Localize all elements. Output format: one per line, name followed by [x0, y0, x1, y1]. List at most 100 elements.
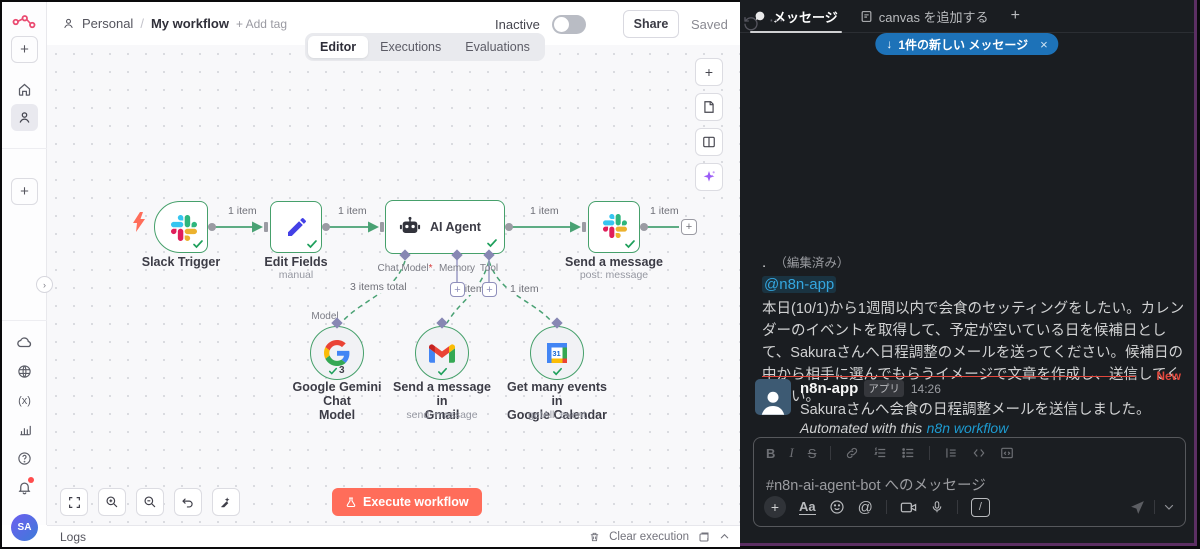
pop-out-icon[interactable]	[698, 531, 710, 543]
fit-view-button[interactable]	[60, 488, 88, 516]
sidebar-add-project-button[interactable]: +	[11, 178, 38, 205]
ai-assistant-icon[interactable]	[695, 163, 723, 191]
add-tag-button[interactable]: + Add tag	[235, 16, 287, 31]
node-label: Edit Fields	[264, 255, 328, 269]
sidebar-insights-icon[interactable]	[11, 416, 38, 443]
n8n-panel: Personal / My workflow + Add tag Inactiv…	[2, 2, 784, 547]
canvas-icon	[861, 10, 872, 22]
node-gmail[interactable]	[415, 326, 469, 380]
sidebar-new-workflow-button[interactable]: +	[11, 36, 38, 63]
execute-workflow-button[interactable]: Execute workflow	[332, 488, 482, 516]
bullet-list-button[interactable]	[901, 446, 915, 460]
share-button[interactable]: Share	[623, 10, 679, 38]
breadcrumb-separator: /	[140, 16, 144, 31]
node-gemini-chat-model[interactable]: 3	[310, 326, 364, 380]
toolbar-divider	[929, 446, 931, 460]
chevron-down-icon[interactable]	[1163, 501, 1175, 513]
video-button[interactable]	[900, 500, 917, 515]
required-asterisk: *	[428, 263, 433, 274]
link-button[interactable]	[845, 446, 859, 460]
send-button[interactable]	[1129, 499, 1146, 516]
node-send-message[interactable]	[588, 201, 640, 253]
node-subtitle: getAll: event	[528, 409, 586, 421]
zoom-in-button[interactable]	[98, 488, 126, 516]
history-icon[interactable]	[743, 15, 759, 31]
tab-executions[interactable]: Executions	[380, 40, 442, 54]
clear-execution-button[interactable]: Clear execution	[609, 530, 689, 543]
inactive-label: Inactive	[495, 17, 540, 32]
workflow-name[interactable]: My workflow	[150, 16, 229, 31]
author-name[interactable]: n8n-app	[800, 380, 859, 397]
arrow-down-icon: ↓	[886, 37, 893, 51]
composer-toolbar: + Aa @ /	[764, 496, 1175, 518]
tab-editor[interactable]: Editor	[308, 36, 369, 58]
trash-icon[interactable]	[589, 531, 600, 543]
mention[interactable]: @n8n-app	[762, 276, 837, 293]
message-header: n8n-app アプリ 14:26	[800, 380, 941, 397]
bold-button[interactable]: B	[766, 445, 776, 461]
svg-text:31: 31	[552, 349, 560, 358]
undo-button[interactable]	[174, 488, 202, 516]
message-body: 本日(10/1)から1週間以内で会食のセッティングをしたい。カレンダーのイベント…	[762, 301, 1185, 405]
ordered-list-button[interactable]	[873, 446, 887, 460]
tab-messages[interactable]: メッセージ	[750, 0, 842, 33]
add-tab-button[interactable]: +	[1010, 7, 1020, 24]
node-google-calendar[interactable]: 31	[530, 326, 584, 380]
sidebar-templates-icon[interactable]	[11, 358, 38, 385]
sidebar-home-icon[interactable]	[11, 76, 38, 103]
port-label: Tool	[479, 263, 499, 274]
mention-button[interactable]: @	[857, 498, 873, 516]
node-ai-agent[interactable]: AI Agent	[385, 200, 505, 254]
sidebar-personal-icon[interactable]	[11, 104, 38, 131]
node-edit-fields[interactable]	[270, 201, 322, 253]
app-badge: アプリ	[864, 380, 904, 397]
composer-placeholder[interactable]: #n8n-ai-agent-bot へのメッセージ	[766, 478, 986, 494]
node-subtitle: manual	[278, 269, 314, 281]
timestamp[interactable]: 14:26	[910, 381, 941, 396]
chevron-up-icon[interactable]	[719, 531, 730, 542]
shortcuts-button[interactable]: /	[970, 497, 990, 517]
more-menu-icon[interactable]: ⋯	[769, 12, 785, 29]
emoji-button[interactable]	[829, 499, 845, 515]
n8n-logo	[12, 15, 36, 29]
sidebar-variables-icon[interactable]: (x)	[18, 394, 31, 407]
tab-add-canvas[interactable]: canvas を追加する	[860, 0, 989, 33]
tab-evaluations[interactable]: Evaluations	[465, 40, 530, 54]
add-memory-button[interactable]: +	[450, 282, 465, 297]
zoom-out-button[interactable]	[136, 488, 164, 516]
sidebar-cloud-icon[interactable]	[11, 329, 38, 356]
n8n-header: Personal / My workflow + Add tag Inactiv…	[47, 2, 784, 45]
new-message-banner[interactable]: ↓ 1件の新しい メッセージ ×	[875, 33, 1059, 55]
tidy-up-button[interactable]	[212, 488, 240, 516]
sidebar-expander[interactable]: ›	[36, 276, 53, 293]
sidebar-help-icon[interactable]	[11, 445, 38, 472]
bot-avatar[interactable]	[755, 379, 791, 415]
logs-bar[interactable]: Logs Clear execution	[47, 525, 740, 547]
code-button[interactable]	[972, 446, 986, 460]
active-toggle[interactable]	[552, 15, 586, 34]
workflow-link[interactable]: n8n workflow	[926, 420, 1009, 436]
node-slack-trigger[interactable]	[154, 201, 208, 253]
sidebar-divider	[2, 148, 47, 149]
strikethrough-button[interactable]: S	[807, 445, 817, 461]
close-icon[interactable]: ×	[1040, 36, 1048, 52]
success-check-icon	[552, 366, 563, 377]
add-tool-button[interactable]: +	[482, 282, 497, 297]
panel-button[interactable]	[695, 128, 723, 156]
code-block-button[interactable]	[1000, 446, 1014, 460]
blockquote-button[interactable]	[944, 446, 958, 460]
formatting-toggle[interactable]: Aa	[799, 498, 816, 515]
user-avatar[interactable]: SA	[11, 514, 38, 541]
logs-label: Logs	[60, 529, 87, 544]
project-name[interactable]: Personal	[82, 16, 134, 31]
add-next-node-button[interactable]: +	[681, 219, 697, 235]
italic-button[interactable]: I	[789, 445, 794, 460]
add-node-button[interactable]: +	[695, 58, 723, 86]
message-composer[interactable]: B I S #n8n-ai-agent-bot へのメッセージ + Aa @	[753, 437, 1186, 527]
sidebar-notifications-icon[interactable]	[11, 474, 38, 501]
node-subtitle: send: message	[406, 409, 478, 421]
mic-button[interactable]	[930, 499, 944, 515]
attach-button[interactable]: +	[764, 496, 786, 518]
sticky-note-button[interactable]	[695, 93, 723, 121]
